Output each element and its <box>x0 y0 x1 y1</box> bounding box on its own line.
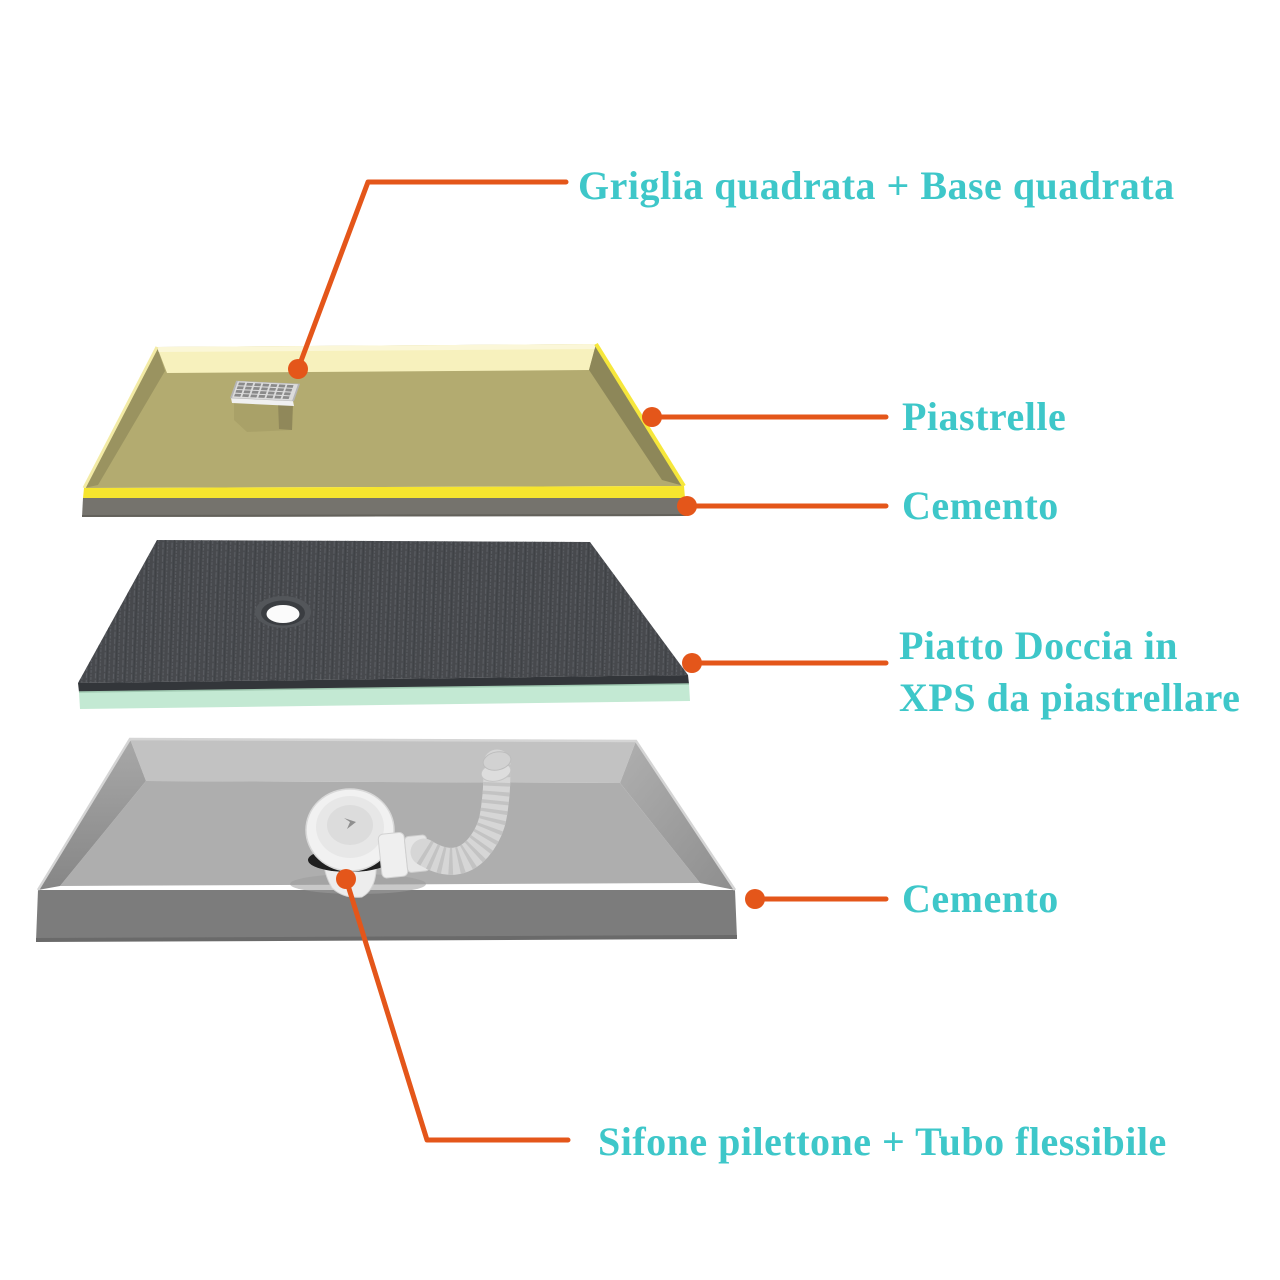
tile-surface <box>84 344 684 488</box>
hose-end-opening <box>482 751 512 771</box>
base-right-wall <box>620 741 735 890</box>
square-drain-grille <box>229 380 301 432</box>
xps-foam-top-line <box>78 683 690 693</box>
siphon-cap-glyph <box>344 818 356 829</box>
xps-drain-hole <box>255 596 311 628</box>
leader-line-sifone <box>343 876 571 1143</box>
layer-piastrelle-cemento <box>81 342 687 517</box>
label-piatto-doccia-line2: XPS da piastrellare <box>899 675 1241 720</box>
base-wall-top-edges <box>36 737 737 891</box>
label-cemento-top: Cemento <box>902 483 1059 528</box>
label-sifone-tubo: Sifone pilettone + Tubo flessibile <box>598 1119 1167 1164</box>
base-left-wall <box>38 739 146 890</box>
siphon-assembly <box>290 749 512 898</box>
connector-nut-1 <box>377 831 409 879</box>
hose-corrugation <box>416 762 511 875</box>
label-griglia-base-quadrata: Griglia quadrata + Base quadrata <box>578 163 1175 208</box>
label-piastrelle: Piastrelle <box>902 394 1067 439</box>
grille-top <box>229 380 301 402</box>
label-piatto-doccia-xps: Piatto Doccia in XPS da piastrellare <box>899 620 1240 724</box>
base-bottom-edge <box>35 935 738 942</box>
layer-cement-base <box>35 737 738 942</box>
cement-top-band-bottom-edge <box>81 514 687 517</box>
label-cemento-bottom: Cemento <box>902 876 1059 921</box>
flexible-hose <box>410 749 512 875</box>
tile-back-wall-highlight <box>157 344 596 352</box>
tile-right-edge-yellow <box>594 342 686 488</box>
leader-dot-piastrelle <box>642 407 662 427</box>
leader-dot-cemento-bottom <box>745 889 765 909</box>
leader-line-griglia <box>295 179 569 372</box>
leader-dot-xps <box>682 653 702 673</box>
base-front-face <box>36 890 737 941</box>
tile-left-wall-inner <box>84 347 165 488</box>
xps-front-edge <box>78 675 689 692</box>
tile-front-yellow-rim <box>83 486 685 498</box>
callout-leaders <box>288 179 889 1143</box>
tile-left-edge-highlight <box>82 346 159 489</box>
base-back-wall <box>130 739 636 783</box>
leader-dot-griglia <box>288 359 308 379</box>
grille-front-lip <box>231 398 294 406</box>
cement-top-band <box>82 498 686 517</box>
leader-dot-cemento-top <box>677 496 697 516</box>
label-piatto-doccia-line1: Piatto Doccia in <box>899 623 1179 668</box>
leader-dot-sifone <box>336 869 356 889</box>
layer-xps-board <box>78 540 690 709</box>
drain-hole-opening <box>266 605 300 623</box>
xps-texture <box>78 540 688 683</box>
grille-base-side <box>278 402 293 430</box>
grille-slots <box>234 382 294 400</box>
